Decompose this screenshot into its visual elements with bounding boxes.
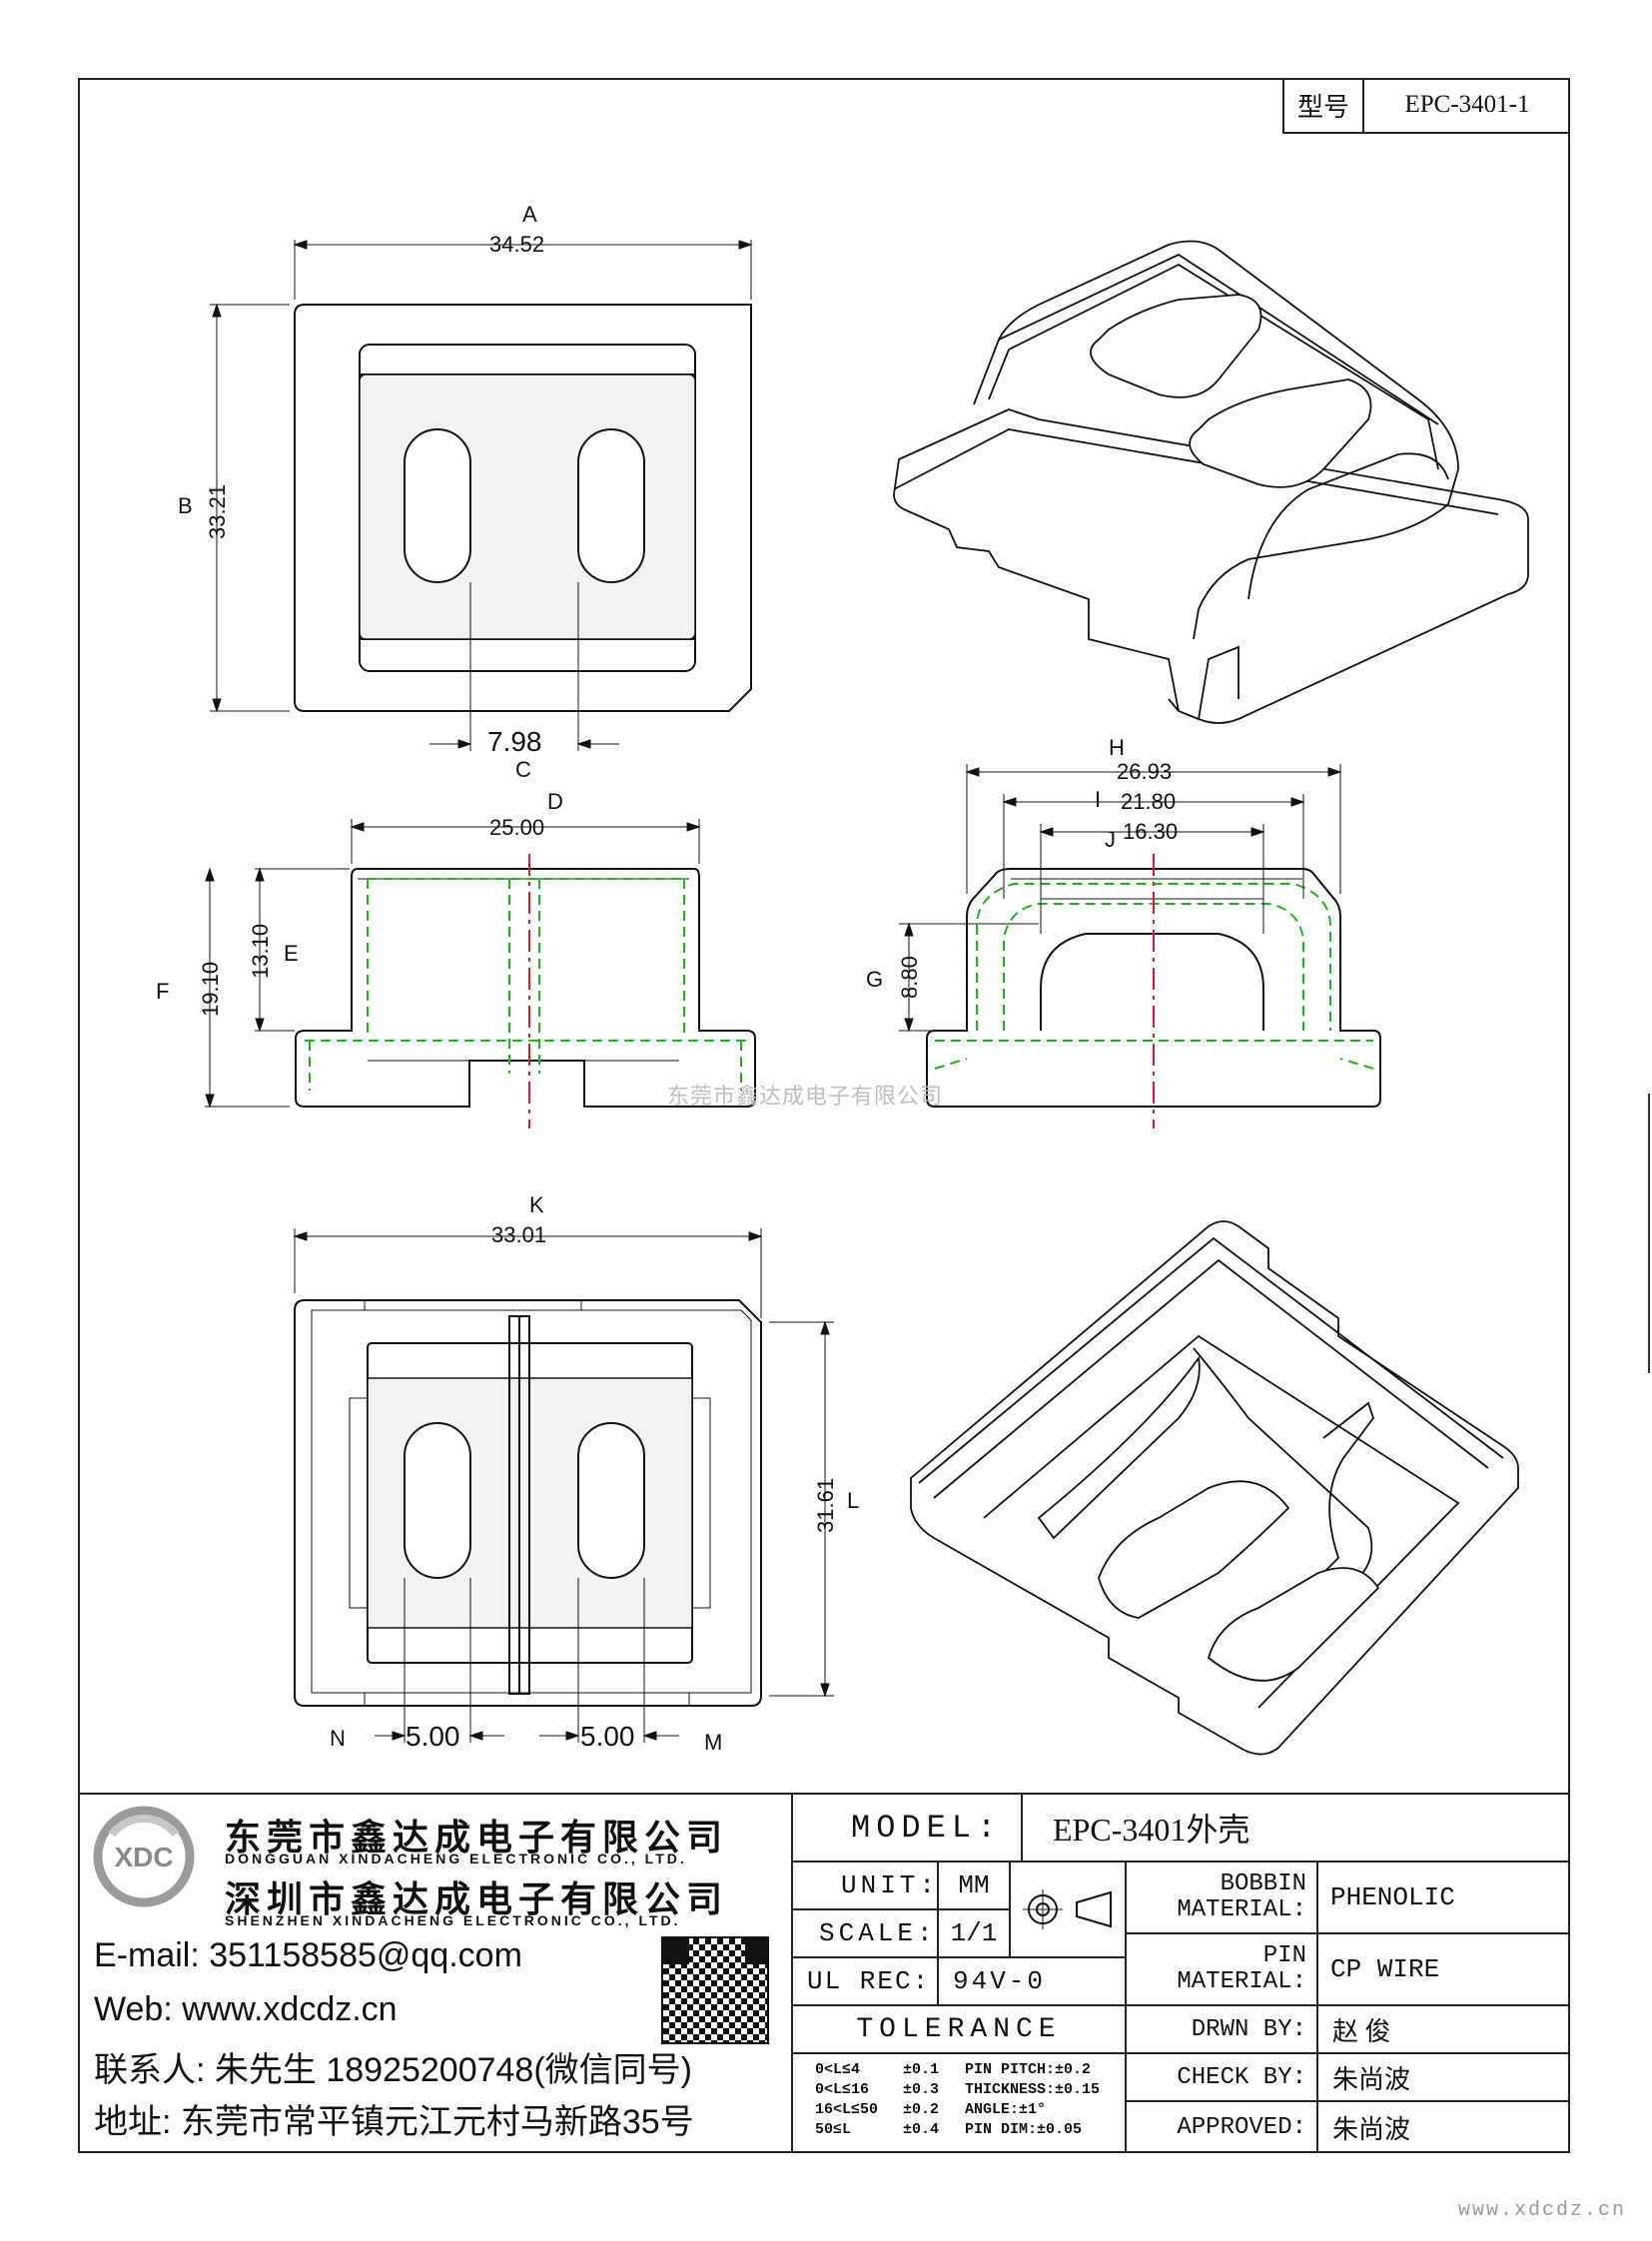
tolerance-value: ±0.3 <box>903 2081 940 2098</box>
drawing-sheet-border <box>78 78 1570 2153</box>
dim-c-value: 7.98 <box>487 726 542 757</box>
check-by-value: 朱尚波 <box>1318 2054 1570 2102</box>
company-panel-divider <box>791 1795 793 2153</box>
dim-e-letter: E <box>284 941 299 966</box>
top-view: A 34.52 B 33.21 7.98 C <box>178 202 753 782</box>
dim-k-letter: K <box>529 1192 544 1217</box>
dim-m-value: 5.00 <box>580 1721 635 1752</box>
tolerance-range: 0<L≤4 <box>815 2061 861 2078</box>
projection-symbol-cell <box>1011 1863 1127 1958</box>
check-by-label: CHECK BY: <box>1127 2054 1318 2102</box>
bobbin-material-value: PHENOLIC <box>1318 1863 1570 1934</box>
approved-label: APPROVED: <box>1127 2102 1318 2153</box>
company-logo-icon: XDC <box>93 1806 195 1907</box>
company-email: E-mail: 351158585@qq.com <box>94 1936 522 1974</box>
scale-label: SCALE: <box>793 1910 939 1958</box>
tolerance-value: ±0.2 <box>903 2101 940 2118</box>
iso-view-bottom <box>910 1220 1519 1756</box>
dim-n-letter: N <box>330 1726 346 1751</box>
tolerance-extra: PIN PITCH:±0.2 <box>965 2061 1092 2078</box>
dim-f-value: 19.10 <box>198 962 223 1017</box>
approved-value: 朱尚波 <box>1332 2115 1411 2144</box>
dim-l-letter: L <box>847 1488 859 1513</box>
tolerance-row: 16<L≤50 ±0.2 ANGLE:±1° <box>793 2100 1125 2120</box>
qr-code <box>661 1936 769 2044</box>
dim-d-value: 25.00 <box>489 815 544 840</box>
company-panel: XDC 东莞市鑫达成电子有限公司 DONGGUAN XINDACHENG ELE… <box>80 1795 791 2151</box>
pin-material-value: CP WIRE <box>1318 1934 1570 2006</box>
tolerance-extra: PIN DIM:±0.05 <box>965 2121 1083 2138</box>
company-logo-text: XDC <box>114 1842 173 1872</box>
drawn-by-value: 赵 俊 <box>1318 2006 1570 2054</box>
dim-i-letter: I <box>1095 787 1101 812</box>
type-value: EPC-3401-1 <box>1404 91 1530 118</box>
technical-drawing: A 34.52 B 33.21 7.98 C <box>156 202 1529 1756</box>
tolerance-row: 0<L≤4 ±0.1 PIN PITCH:±0.2 <box>793 2060 1125 2080</box>
tolerance-row: 0<L≤16 ±0.3 THICKNESS:±0.15 <box>793 2080 1125 2100</box>
company-en-dongguan: DONGGUAN XINDACHENG ELECTRONIC CO., LTD. <box>225 1851 687 1867</box>
dim-j-letter: J <box>1105 827 1116 852</box>
type-label: 型号 <box>1284 78 1364 132</box>
dim-g-value: 8.80 <box>897 956 922 999</box>
dim-h-value: 26.93 <box>1117 759 1172 784</box>
dim-i-value: 21.80 <box>1121 789 1176 814</box>
tolerance-table: 0<L≤4 ±0.1 PIN PITCH:±0.2 0<L≤16 ±0.3 TH… <box>793 2054 1127 2153</box>
side-view: H 26.93 I 21.80 J 16.30 G 8.80 <box>866 735 1381 1128</box>
dim-n-value: 5.00 <box>406 1721 460 1752</box>
company-name-shenzhen: 深圳市鑫达成电子有限公司 <box>225 1878 729 1919</box>
company-contact: 联系人: 朱先生 18925200748(微信同号) <box>94 2051 692 2089</box>
company-address: 地址: 东莞市常平镇元江元村马新路35号 <box>94 2103 694 2141</box>
bobbin-material-label: BOBBIN MATERIAL: <box>1127 1863 1318 1934</box>
watermark: 东莞市鑫达成电子有限公司 <box>667 1084 944 1109</box>
bottom-view: K 33.01 L 31.61 N 5.00 5.00 M <box>293 1192 859 1755</box>
unit-value: MM <box>939 1863 1011 1910</box>
model-value: EPC-3401外壳 <box>1023 1795 1570 1863</box>
tolerance-range: 16<L≤50 <box>815 2101 879 2118</box>
type-box: 型号 EPC-3401-1 <box>1282 78 1570 134</box>
ul-label: UL REC: <box>793 1958 939 2006</box>
company-name-dongguan: 东莞市鑫达成电子有限公司 <box>225 1817 729 1858</box>
tolerance-row: 50≤L ±0.4 PIN DIM:±0.05 <box>793 2120 1125 2140</box>
tolerance-range: 0<L≤16 <box>815 2081 870 2098</box>
drawn-by-label: DRWN BY: <box>1127 2006 1318 2054</box>
dim-c-letter: C <box>515 757 531 782</box>
dim-d-letter: D <box>547 789 563 814</box>
tolerance-value: ±0.4 <box>903 2121 940 2138</box>
dim-m-letter: M <box>704 1730 722 1755</box>
dim-j-value: 16.30 <box>1123 819 1178 844</box>
dim-h-letter: H <box>1109 735 1125 760</box>
dim-b-value: 33.21 <box>205 484 230 539</box>
page-edge-mark <box>1648 1094 1650 1373</box>
model-label: MODEL: <box>793 1795 1023 1863</box>
title-block-top-border <box>78 1793 1570 1795</box>
front-view: D 25.00 E 13.10 F 19.10 <box>156 789 756 1128</box>
dim-k-value: 33.01 <box>491 1222 546 1247</box>
dim-e-value: 13.10 <box>248 924 273 979</box>
tolerance-extra: THICKNESS:±0.15 <box>965 2081 1101 2098</box>
tolerance-extra: ANGLE:±1° <box>965 2101 1047 2118</box>
dim-g-letter: G <box>866 967 883 992</box>
ul-value: 94V-0 <box>939 1958 1127 2006</box>
footer-url: www.xdcdz.cn <box>1458 2199 1627 2222</box>
pin-material-label: PIN MATERIAL: <box>1127 1934 1318 2006</box>
dim-a-letter: A <box>522 202 537 227</box>
projection-symbol-icon <box>1023 1889 1112 1929</box>
tolerance-range: 50≤L <box>815 2121 852 2138</box>
dim-f-letter: F <box>156 979 169 1004</box>
tolerance-value: ±0.1 <box>903 2061 940 2078</box>
company-web: Web: www.xdcdz.cn <box>94 1990 398 2028</box>
dim-b-letter: B <box>178 493 193 518</box>
dim-l-value: 31.61 <box>813 1478 838 1533</box>
scale-value: 1/1 <box>939 1910 1011 1958</box>
unit-label: UNIT: <box>793 1863 939 1910</box>
dim-a-value: 34.52 <box>489 232 544 257</box>
tolerance-label: TOLERANCE <box>793 2006 1127 2054</box>
iso-view-top <box>893 240 1529 724</box>
company-en-shenzhen: SHENZHEN XINDACHENG ELECTRONIC CO., LTD. <box>225 1912 681 1928</box>
